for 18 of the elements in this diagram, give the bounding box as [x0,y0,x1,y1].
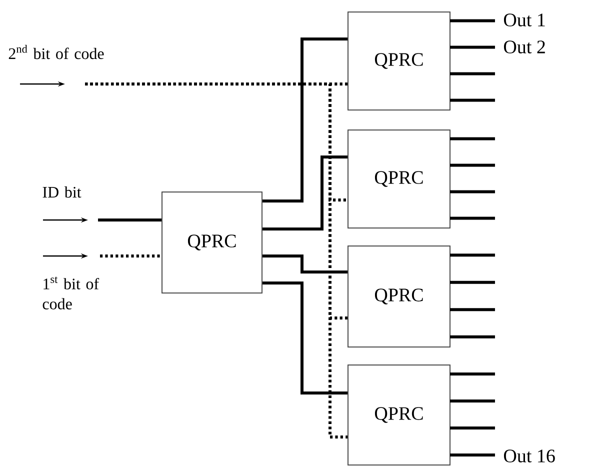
connector [98,218,162,222]
connector [100,254,162,258]
process-box: QPRC [348,364,450,466]
output-label: Out 1 [504,14,545,26]
connector [85,82,348,438]
input-label: 2$^{nd}$ bit of code [8,44,104,60]
input-label: ID bit [42,186,82,198]
process-box: QPRC [348,12,450,110]
connector [262,282,348,394]
connector [262,38,348,202]
connector [262,156,348,230]
process-box: QPRC [348,130,450,228]
process-box: QPRC [348,246,450,348]
input-label: 1$^{st}$ bit of code [42,276,100,310]
output-label: Out 16 [504,450,555,462]
process-box: QPRC [162,192,262,294]
connector [262,254,348,274]
output-label: Out 2 [504,40,545,54]
